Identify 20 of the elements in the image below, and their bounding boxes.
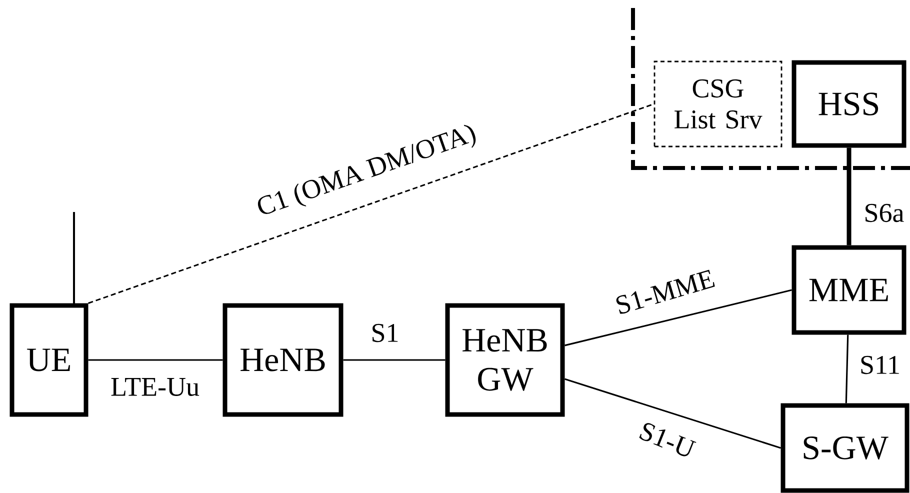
edge-label: S1-MME xyxy=(612,268,718,316)
network-element-box: UE xyxy=(10,303,88,417)
network-element-box: HeNB GW xyxy=(445,303,565,417)
interface-line xyxy=(845,334,849,404)
network-element-box: HeNB xyxy=(222,303,344,417)
network-element-box: MME xyxy=(792,245,906,335)
interface-line xyxy=(343,359,446,361)
edge-label: S6a xyxy=(862,202,906,224)
edge-label: S1 xyxy=(370,322,400,344)
interface-line xyxy=(846,148,852,246)
edge-label: S11 xyxy=(858,354,902,376)
edge-label: S1-U xyxy=(636,420,698,460)
server-box: CSG List Srv xyxy=(654,60,782,148)
interface-line xyxy=(564,289,792,346)
interface-line xyxy=(564,378,781,449)
network-element-box: HSS xyxy=(792,60,906,148)
network-element-box: S-GW xyxy=(780,403,910,493)
edge-label: LTE-Uu xyxy=(110,377,200,397)
interface-line xyxy=(88,359,223,361)
interface-line xyxy=(88,103,654,304)
